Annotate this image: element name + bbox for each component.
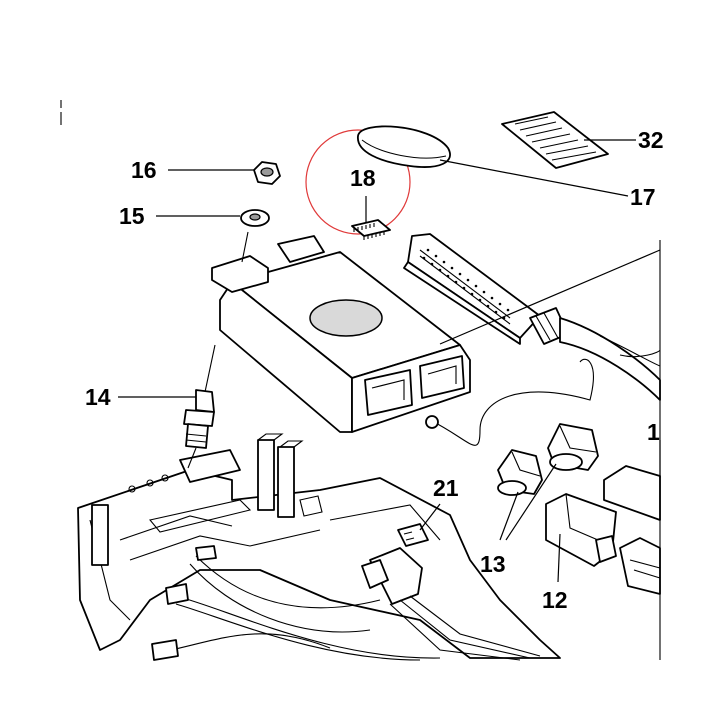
part-18-chip: [351, 219, 391, 240]
part-15-washer: [240, 209, 270, 227]
callout-12: 12: [542, 587, 568, 613]
callout-17: 17: [630, 184, 656, 210]
part-13-relay-sockets: [497, 423, 599, 496]
part-16-nut: [253, 161, 281, 185]
mounting-frame: [77, 433, 561, 659]
callout-labels: 16 15 18 17 32 14 1 21 13 12: [85, 127, 664, 613]
callout-1: 1: [647, 419, 660, 445]
part-14-stud-bolt: [183, 344, 216, 469]
wiring-harness: [151, 545, 541, 661]
part-17-cover-cap: [357, 125, 451, 168]
callout-16: 16: [131, 157, 157, 183]
part-1-relay-block: [603, 465, 661, 595]
callout-21: 21: [433, 475, 459, 501]
main-connector: [403, 233, 661, 401]
stud-axis-upper: [241, 231, 249, 263]
part-32-label: [501, 111, 609, 169]
leader-lines: [118, 139, 661, 583]
crop-mask: [661, 230, 720, 670]
highlight-circle: [305, 129, 411, 235]
callout-18: 18: [350, 165, 376, 191]
callout-13: 13: [480, 551, 506, 577]
callout-14: 14: [85, 384, 111, 410]
callout-32: 32: [638, 127, 664, 153]
callout-15: 15: [119, 203, 145, 229]
part-12-relay: [545, 493, 617, 567]
control-unit: [211, 235, 594, 446]
